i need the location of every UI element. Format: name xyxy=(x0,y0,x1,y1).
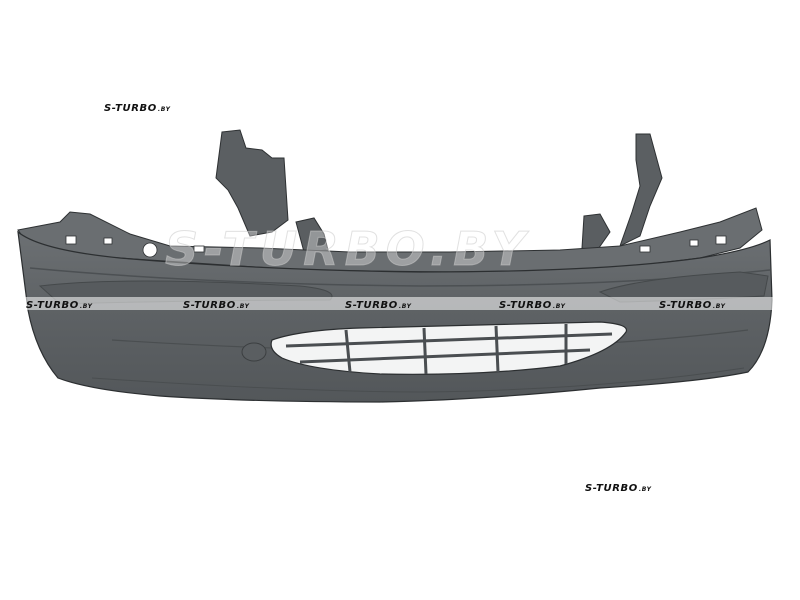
large-watermark: S-TURBO.BY xyxy=(164,222,532,276)
watermark-row-4: S-TURBO.BY xyxy=(499,300,566,311)
mounting-holes xyxy=(65,235,727,258)
watermark-row-1: S-TURBO.BY xyxy=(26,300,93,311)
center-clip-left xyxy=(295,217,329,253)
bumper-body xyxy=(17,230,773,403)
tow-hook-cover xyxy=(241,342,267,362)
watermark-row-5: S-TURBO.BY xyxy=(659,300,726,311)
watermark-row-2: S-TURBO.BY xyxy=(183,300,250,311)
lower-grille xyxy=(270,321,628,375)
right-mounting-bracket xyxy=(619,133,663,248)
left-mounting-bracket xyxy=(215,129,289,237)
grille-bars xyxy=(285,324,613,375)
watermark-bottom-right: S-TURBO.BY xyxy=(585,483,652,494)
watermark-top-left: S-TURBO.BY xyxy=(104,103,171,114)
center-clip-right xyxy=(581,213,611,253)
watermark-row-3: S-TURBO.BY xyxy=(345,300,412,311)
